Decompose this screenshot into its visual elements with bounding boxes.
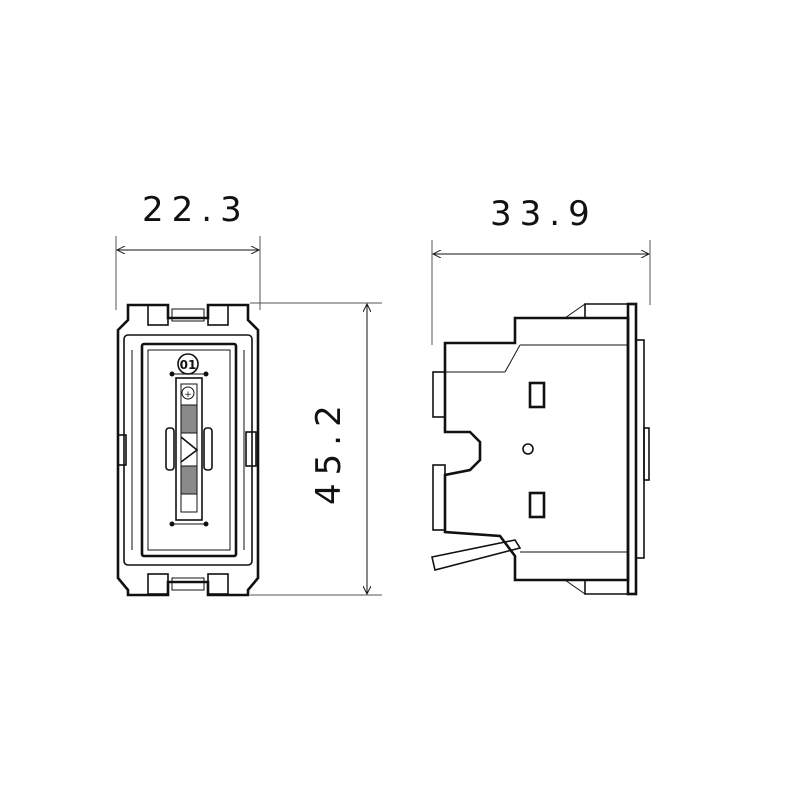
plus-terminal-icon bbox=[181, 386, 195, 400]
dimension-depth: 33.9 bbox=[431, 194, 651, 345]
dimension-width-label: 22.3 bbox=[142, 190, 250, 230]
dimension-width: 22.3 bbox=[115, 190, 261, 310]
label-badge-text: 01 bbox=[180, 358, 197, 372]
front-view: 01 + bbox=[116, 303, 260, 597]
svg-text:+: + bbox=[184, 390, 192, 400]
dimension-height-label: 45.2 bbox=[309, 397, 349, 505]
side-view bbox=[431, 302, 650, 596]
dimension-height: 45.2 bbox=[250, 302, 382, 596]
screw-icon bbox=[522, 443, 534, 455]
dimension-depth-label: 33.9 bbox=[490, 194, 598, 234]
